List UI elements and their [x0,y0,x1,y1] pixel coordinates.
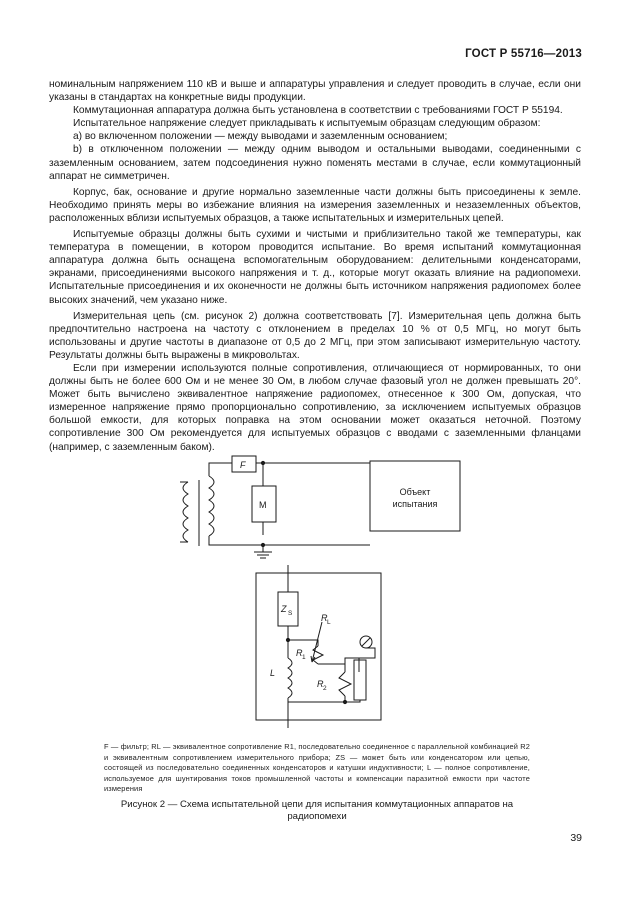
measuring-instrument [359,635,373,649]
ground-wire [208,536,370,546]
paragraph: номинальным напряжением 110 кВ и выше и … [49,79,581,104]
transformer-secondary-coil [208,475,215,537]
rl-label: R [321,613,328,623]
r2-label-sub: 2 [323,685,327,692]
page-number: 39 [570,832,582,844]
figure-2-circuit: F M Объект испытания Z S R L R 1 R 2 L [180,455,461,728]
paragraph: Измерительная цепь (см. рисунок 2) должн… [49,310,581,361]
inductor-label: L [270,668,275,678]
meter-resistance [353,659,367,701]
rl-label-sub: L [327,619,331,626]
paragraph: Коммутационная аппаратура должна быть ус… [73,105,563,117]
measuring-circuit-frame [255,572,382,721]
standard-header: ГОСТ Р 55716—2013 [465,48,582,60]
body-text: номинальным напряжением 110 кВ и выше и … [49,78,581,454]
paragraph: Испытательное напряжение следует приклад… [73,118,541,130]
filter-label: F [240,460,246,470]
ground-symbol [254,545,272,559]
paragraph: Испытуемые образцы должны быть сухими и … [49,229,581,306]
meter-label: M [259,500,267,510]
test-object-box [369,460,461,532]
filter-box [231,455,257,473]
r2-label: R [317,679,324,689]
inductor-l [287,657,293,699]
object-label-1: Объект [400,487,431,497]
r1-resistor [312,645,325,665]
meter-box [251,485,277,523]
rl-arrow [311,621,323,663]
r1-label-sub: 1 [302,654,306,661]
hv-wire [208,462,232,476]
paragraph: Если при измерении используются полные с… [49,362,581,453]
paragraph: b) в отключенном положении — между одним… [49,144,581,182]
figure-notes: F — фильтр; RL — эквивалентное сопротивл… [104,742,530,794]
transformer-primary-coil [180,481,189,543]
paragraph: а) во включенном положении — между вывод… [73,131,448,143]
object-label-2: испытания [393,499,438,509]
paragraph: Корпус, бак, основание и другие нормальн… [49,186,581,224]
zs-label: Z [280,604,287,614]
figure-caption: Рисунок 2 — Схема испытательной цепи для… [120,799,514,822]
r2-resistor [338,671,353,697]
zs-label-sub: S [288,610,293,617]
r1-label: R [296,648,303,658]
